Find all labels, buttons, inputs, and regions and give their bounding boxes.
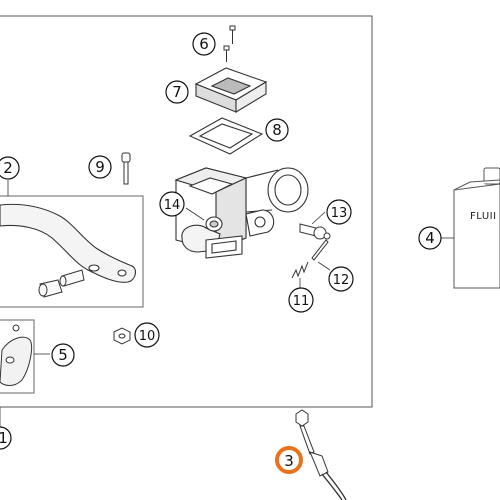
spring-11	[291, 261, 309, 279]
callout-4: 4	[418, 226, 442, 250]
reservoir-cover	[194, 67, 268, 113]
callout-7: 7	[165, 80, 189, 104]
svg-text:12: 12	[333, 273, 350, 288]
clamp-part	[0, 324, 33, 386]
callout-1: 1	[0, 426, 12, 450]
svg-text:1: 1	[0, 429, 8, 447]
callout-11: 11	[288, 287, 314, 313]
callout-8: 8	[265, 118, 289, 142]
screw-9	[121, 152, 131, 185]
svg-text:10: 10	[139, 329, 156, 344]
svg-text:3: 3	[284, 452, 294, 470]
assembly-frame	[0, 15, 373, 408]
callout-9: 9	[88, 155, 112, 179]
svg-text:6: 6	[199, 35, 209, 53]
callout-5: 5	[51, 343, 75, 367]
clamp-subframe	[0, 319, 35, 394]
screw-13	[299, 223, 327, 240]
callout-13: 13	[326, 199, 352, 225]
svg-text:11: 11	[293, 294, 310, 309]
callout-14: 14	[159, 191, 185, 217]
top-screws	[223, 25, 236, 62]
svg-text:9: 9	[95, 158, 105, 176]
lever-subframe	[0, 195, 144, 308]
callout-6: 6	[192, 32, 216, 56]
gasket	[188, 117, 264, 155]
reservoir-label: FLUII	[470, 211, 497, 222]
callout-2: 2	[0, 156, 20, 180]
master-cylinder-body	[174, 167, 309, 259]
svg-text:4: 4	[425, 229, 435, 247]
hand-lever	[0, 203, 137, 283]
lever-bushings	[38, 269, 85, 298]
svg-text:14: 14	[164, 198, 181, 213]
svg-text:7: 7	[172, 83, 182, 101]
callout-3-highlighted[interactable]: 3	[275, 446, 303, 474]
pin-12	[311, 232, 331, 261]
fluid-bottle	[453, 167, 500, 289]
svg-text:5: 5	[58, 346, 68, 364]
brake-hose	[295, 409, 347, 500]
callout-10: 10	[134, 322, 160, 348]
callout-12: 12	[328, 266, 354, 292]
svg-text:13: 13	[331, 206, 348, 221]
svg-text:8: 8	[272, 121, 282, 139]
svg-text:2: 2	[3, 159, 13, 177]
nut-10	[113, 327, 131, 345]
leader-lines	[0, 180, 454, 428]
